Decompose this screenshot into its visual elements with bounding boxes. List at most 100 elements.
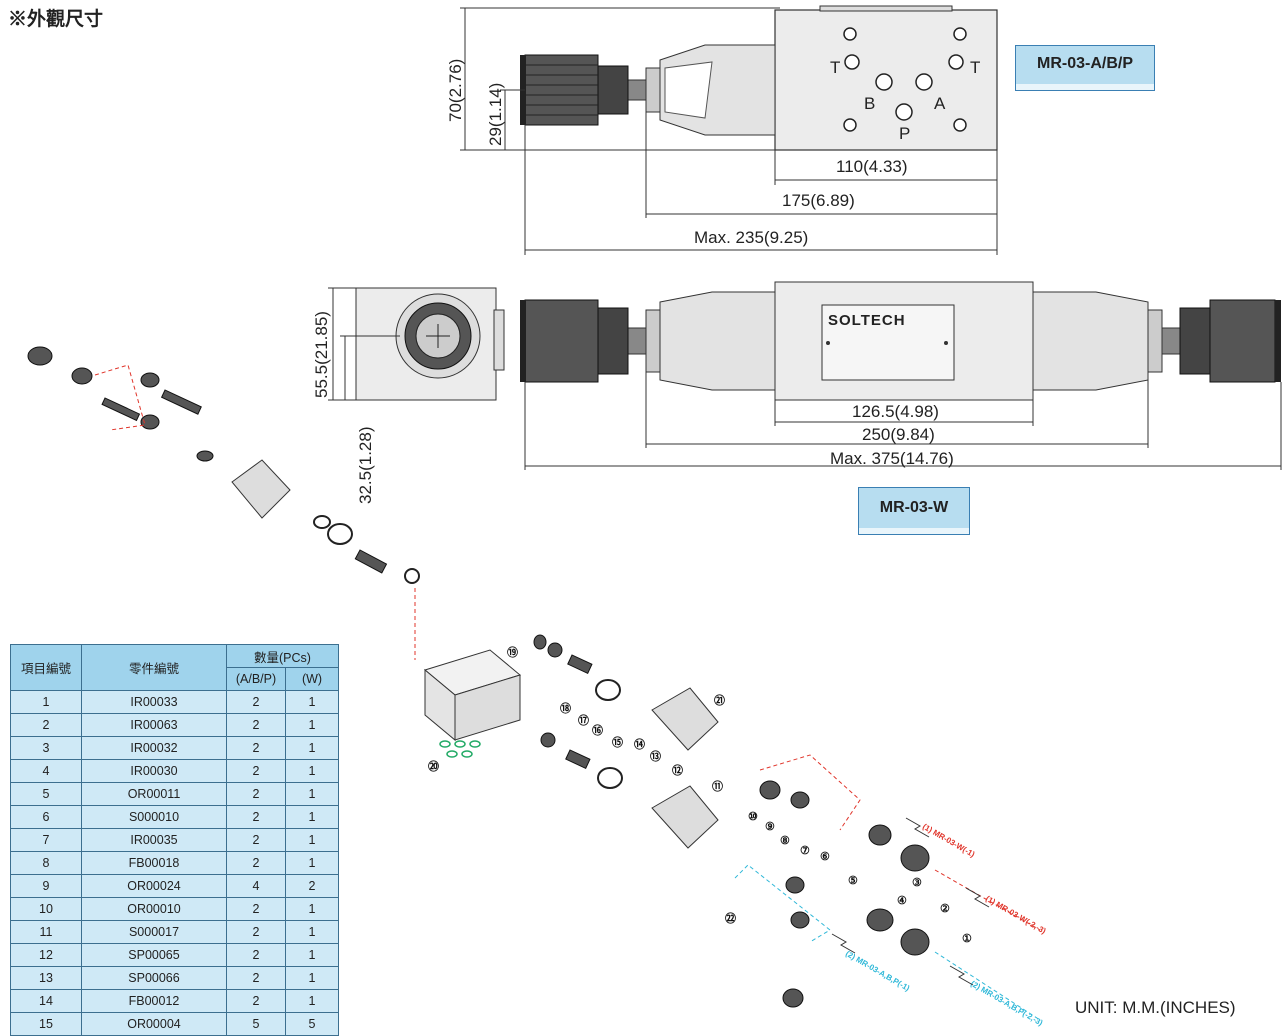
cell-qty-w: 1 xyxy=(285,966,339,990)
cell-item-no: 9 xyxy=(10,874,82,898)
svg-text:⑦: ⑦ xyxy=(800,845,810,857)
cell-item-no: 4 xyxy=(10,759,82,783)
cell-qty-abp: 2 xyxy=(226,897,286,921)
cell-qty-w: 1 xyxy=(285,897,339,921)
header-item-no: 項目編號 xyxy=(10,644,82,691)
svg-text:⑭: ⑭ xyxy=(634,737,645,751)
cell-part-no: S000017 xyxy=(81,920,227,944)
svg-text:⑲: ⑲ xyxy=(507,645,518,659)
svg-text:⑧: ⑧ xyxy=(780,835,790,847)
cell-part-no: OR00011 xyxy=(81,782,227,806)
cell-qty-abp: 2 xyxy=(226,966,286,990)
top-view-drawing xyxy=(460,5,998,255)
cell-qty-w: 1 xyxy=(285,736,339,760)
cell-part-no: IR00063 xyxy=(81,713,227,737)
cell-qty-w: 5 xyxy=(285,1012,339,1036)
cell-part-no: IR00030 xyxy=(81,759,227,783)
w-dim-width-250: 250(9.84) xyxy=(862,425,935,444)
cell-qty-abp: 2 xyxy=(226,943,286,967)
svg-text:⑰: ⑰ xyxy=(578,713,589,727)
svg-text:⑳: ⑳ xyxy=(428,759,439,773)
svg-text:㉒: ㉒ xyxy=(725,911,736,925)
cell-item-no: 15 xyxy=(10,1012,82,1036)
cell-part-no: IR00032 xyxy=(81,736,227,760)
cell-qty-abp: 2 xyxy=(226,989,286,1013)
cell-qty-abp: 5 xyxy=(226,1012,286,1036)
cell-part-no: FB00018 xyxy=(81,851,227,875)
cell-qty-abp: 2 xyxy=(226,851,286,875)
exploded-view: (1) MR-03-W(-1) (1) MR-03-W(-2,-3) (2) M… xyxy=(27,346,1048,1028)
unit-label: UNIT: M.M.(INCHES) xyxy=(1075,998,1236,1017)
cell-qty-w: 1 xyxy=(285,690,339,714)
cell-qty-abp: 2 xyxy=(226,690,286,714)
cell-qty-w: 1 xyxy=(285,713,339,737)
badge-mr-03-w: MR-03-W xyxy=(858,487,970,535)
cell-qty-w: 1 xyxy=(285,782,339,806)
upper-cone xyxy=(231,459,291,519)
cell-item-no: 6 xyxy=(10,805,82,829)
cell-part-no: OR00024 xyxy=(81,874,227,898)
cell-item-no: 1 xyxy=(10,690,82,714)
svg-text:⑫: ⑫ xyxy=(672,763,683,777)
cell-part-no: S000010 xyxy=(81,805,227,829)
cell-qty-w: 1 xyxy=(285,989,339,1013)
svg-text:⑯: ⑯ xyxy=(592,723,603,737)
cell-item-no: 10 xyxy=(10,897,82,921)
cell-item-no: 8 xyxy=(10,851,82,875)
cell-qty-w: 1 xyxy=(285,828,339,852)
cell-item-no: 11 xyxy=(10,920,82,944)
cone-upper-right xyxy=(651,687,719,751)
cell-part-no: SP00065 xyxy=(81,943,227,967)
svg-text:⑪: ⑪ xyxy=(712,779,723,793)
cell-qty-abp: 4 xyxy=(226,874,286,898)
svg-text:⑱: ⑱ xyxy=(560,701,571,715)
svg-text:(2) MR-03-A,B,P(-2,-3): (2) MR-03-A,B,P(-2,-3) xyxy=(969,979,1045,1028)
w-dim-body-width: 126.5(4.98) xyxy=(852,402,939,421)
cell-item-no: 14 xyxy=(10,989,82,1013)
svg-text:⑨: ⑨ xyxy=(765,821,775,833)
brand-logo: SOLTECH xyxy=(828,312,906,329)
port-label-a: A xyxy=(934,94,946,113)
cell-item-no: 12 xyxy=(10,943,82,967)
knob xyxy=(524,54,599,126)
dim-width-max: Max. 235(9.25) xyxy=(694,228,809,247)
cell-qty-abp: 2 xyxy=(226,759,286,783)
svg-text:③: ③ xyxy=(912,877,922,889)
badge-mr-03-abp: MR-03-A/B/P xyxy=(1015,45,1155,91)
cell-qty-w: 2 xyxy=(285,874,339,898)
header-qty-abp: (A/B/P) xyxy=(226,667,286,691)
cone-lower-right xyxy=(651,785,719,849)
cell-item-no: 13 xyxy=(10,966,82,990)
port-label-b: B xyxy=(864,94,876,113)
cell-qty-abp: 2 xyxy=(226,736,286,760)
port-label-t-left: T xyxy=(830,58,841,77)
svg-text:④: ④ xyxy=(897,895,907,907)
svg-text:(1) MR-03-W(-2,-3): (1) MR-03-W(-2,-3) xyxy=(984,894,1048,936)
cell-part-no: IR00033 xyxy=(81,690,227,714)
cell-part-no: SP00066 xyxy=(81,966,227,990)
dim-height-total: 70(2.76) xyxy=(446,58,465,122)
svg-text:⑮: ⑮ xyxy=(612,735,623,749)
cell-qty-w: 1 xyxy=(285,759,339,783)
dim-width-175: 175(6.89) xyxy=(782,191,855,210)
svg-text:⑤: ⑤ xyxy=(848,875,858,887)
cell-qty-abp: 2 xyxy=(226,920,286,944)
svg-text:⑩: ⑩ xyxy=(748,811,758,823)
cell-qty-abp: 2 xyxy=(226,782,286,806)
svg-text:①: ① xyxy=(962,933,972,945)
cell-qty-abp: 2 xyxy=(226,805,286,829)
cell-part-no: FB00012 xyxy=(81,989,227,1013)
